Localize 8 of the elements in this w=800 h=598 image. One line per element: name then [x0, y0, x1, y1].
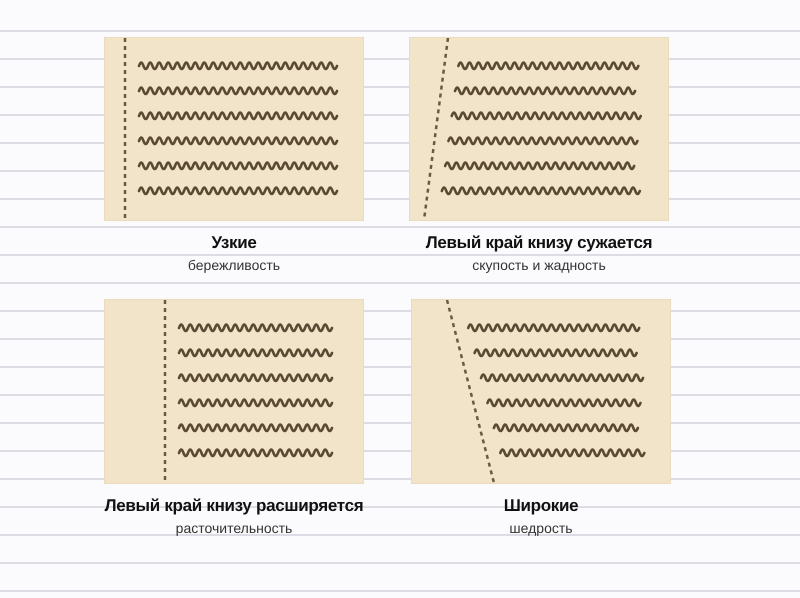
panel-caption: бережливость	[188, 257, 280, 273]
panel-title: Левый край книзу сужается	[426, 233, 652, 253]
panel-caption: шедрость	[509, 520, 573, 536]
panel-title: Левый край книзу расширяется	[104, 496, 364, 516]
panel-title: Широкие	[504, 496, 578, 516]
panel-title: Узкие	[211, 233, 257, 253]
panel-caption: скупость и жадность	[472, 257, 606, 273]
panel-caption: расточительность	[176, 520, 292, 536]
